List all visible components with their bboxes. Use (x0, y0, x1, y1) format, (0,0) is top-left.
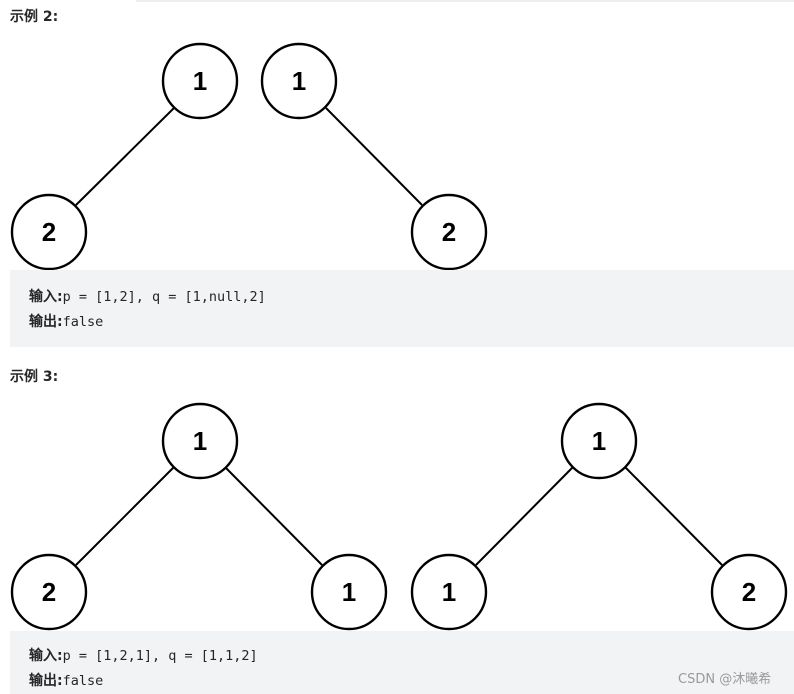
tree-node: 1 (410, 553, 488, 631)
tree-node: 2 (410, 193, 488, 271)
output-value: false (62, 673, 104, 689)
tree-node: 1 (310, 553, 388, 631)
node-value: 1 (592, 426, 606, 456)
output-label: 输出: (29, 673, 63, 689)
output-value: false (62, 314, 104, 330)
tree-edge (75, 107, 175, 206)
tree-node: 1 (560, 402, 638, 480)
node-value: 1 (193, 66, 207, 96)
tree-q: 1 1 2 (410, 402, 788, 631)
tree-node: 1 (260, 42, 338, 120)
example-3-title: 示例 3: (10, 369, 59, 385)
node-value: 2 (442, 217, 456, 247)
tree-edge (475, 466, 574, 566)
node-value: 1 (342, 577, 356, 607)
node-value: 2 (42, 577, 56, 607)
output-line: 输出:false (29, 667, 794, 692)
node-value: 2 (742, 577, 756, 607)
tree-q: 1 2 (260, 42, 488, 271)
input-label: 输入: (29, 289, 63, 305)
node-value: 1 (442, 577, 456, 607)
top-divider (136, 0, 794, 2)
example-2-code-block: 输入:p = [1,2], q = [1,null,2] 输出:false (10, 270, 794, 347)
tree-edge (325, 107, 423, 206)
example-3-trees-diagram: 1 2 1 1 1 2 (10, 402, 788, 631)
tree-edge (224, 466, 323, 566)
output-line: 输出:false (29, 308, 794, 333)
example-3-code-block: 输入:p = [1,2,1], q = [1,1,2] 输出:false (10, 631, 794, 694)
example-2-trees-diagram: 1 2 1 2 (10, 42, 488, 271)
watermark: CSDN @沐曦希 (678, 672, 772, 687)
tree-node: 2 (710, 553, 788, 631)
node-value: 2 (42, 217, 56, 247)
tree-edge (75, 466, 175, 566)
input-label: 输入: (29, 648, 63, 664)
output-label: 输出: (29, 314, 63, 330)
tree-node: 2 (10, 193, 88, 271)
node-value: 1 (292, 66, 306, 96)
tree-p: 1 2 1 (10, 402, 388, 631)
tree-edge (624, 466, 723, 566)
input-line: 输入:p = [1,2], q = [1,null,2] (29, 283, 794, 308)
example-2-title: 示例 2: (10, 9, 59, 25)
input-line: 输入:p = [1,2,1], q = [1,1,2] (29, 642, 794, 667)
input-value: p = [1,2,1], q = [1,1,2] (62, 648, 258, 664)
node-value: 1 (193, 426, 207, 456)
tree-node: 1 (161, 42, 239, 120)
tree-node: 2 (10, 553, 88, 631)
tree-p: 1 2 (10, 42, 239, 271)
input-value: p = [1,2], q = [1,null,2] (62, 289, 266, 305)
tree-node: 1 (161, 402, 239, 480)
